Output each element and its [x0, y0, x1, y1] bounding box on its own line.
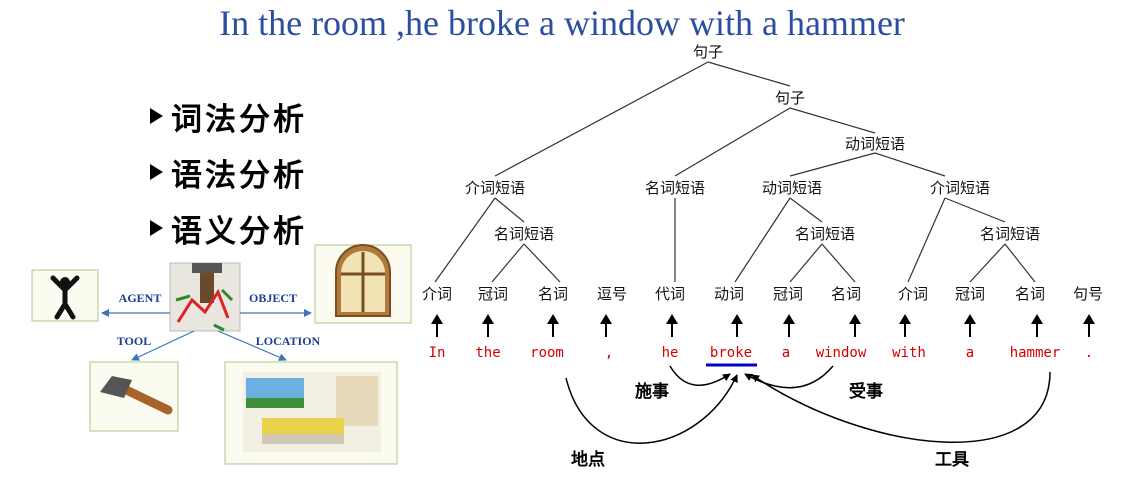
break-icon: [169, 262, 241, 332]
word: with: [892, 345, 926, 361]
relation-patient-label: 受事: [849, 381, 883, 402]
bullet-text: 词法分析: [171, 101, 307, 138]
role-connectors: [101, 309, 312, 361]
word: a: [782, 345, 790, 361]
relation-location-label: 地点: [571, 449, 605, 470]
bullet-arrow-icon: [150, 108, 163, 124]
word: window: [816, 345, 867, 361]
tree-node-verb-phrase: 动词短语: [845, 135, 905, 153]
up-arrow-icon: [899, 314, 911, 337]
hammer-icon: [89, 361, 179, 432]
up-arrow-icon: [849, 314, 861, 337]
pos-tag: 名词: [831, 285, 861, 303]
tree-node-noun-phrase: 名词短语: [645, 179, 705, 197]
role-location-label: LOCATION: [256, 334, 321, 348]
word: a: [966, 345, 974, 361]
bullet-lexical: 词法分析: [150, 88, 307, 144]
pos-tag: 名词: [538, 285, 568, 303]
tree-node-prep-phrase: 介词短语: [465, 179, 525, 197]
up-arrow-icon: [600, 314, 612, 337]
pos-tags: 介词 冠词 名词 逗号 代词 动词 冠词 名词 介词 冠词 名词 句号: [422, 285, 1103, 303]
pos-tag: 句号: [1073, 285, 1103, 303]
up-arrows: [431, 314, 1095, 337]
window-icon: [314, 244, 412, 324]
role-agent-label: AGENT: [119, 291, 162, 305]
relation-arcs: [565, 365, 1051, 444]
relation-tool-label: 工具: [935, 450, 969, 470]
analysis-list: 词法分析 语法分析 语义分析: [150, 88, 307, 256]
tree-node-sentence: 句子: [775, 89, 805, 107]
word: room: [530, 345, 564, 361]
up-arrow-icon: [1083, 314, 1095, 337]
word: ,: [605, 345, 613, 361]
tree-node-prep-phrase-2: 介词短语: [930, 179, 990, 197]
bullet-text: 语法分析: [171, 157, 307, 194]
pos-tag: 逗号: [597, 285, 627, 303]
person-icon: [31, 269, 99, 322]
tree-node-noun-phrase-3: 名词短语: [980, 225, 1040, 243]
word: the: [475, 345, 500, 361]
relation-agent-label: 施事: [635, 381, 669, 402]
up-arrow-icon: [547, 314, 559, 337]
pos-tag: 介词: [422, 285, 452, 303]
word: hammer: [1010, 345, 1061, 361]
tree-node-noun-phrase-2: 名词短语: [795, 225, 855, 243]
pos-tag: 冠词: [773, 285, 803, 303]
pos-tag: 名词: [1015, 285, 1045, 303]
pos-tag: 代词: [655, 285, 685, 303]
role-tool-label: TOOL: [117, 334, 151, 348]
bedroom-icon: [224, 361, 398, 465]
tree-edges: [434, 61, 1036, 283]
bullet-text: 语义分析: [171, 213, 307, 250]
bullet-syntax: 语法分析: [150, 144, 307, 200]
pos-tag: 冠词: [955, 285, 985, 303]
sentence-title: In the room ,he broke a window with a ha…: [219, 3, 905, 43]
tree-node-noun-phrase-1: 名词短语: [494, 225, 554, 243]
bullet-arrow-icon: [150, 220, 163, 236]
word: In: [429, 345, 446, 361]
location-arc: [565, 374, 738, 444]
word-verb: broke: [710, 345, 752, 361]
up-arrow-icon: [666, 314, 678, 337]
up-arrow-icon: [964, 314, 976, 337]
patient-arc: [744, 365, 834, 389]
bullet-semantic: 语义分析: [150, 200, 307, 256]
agent-arc: [669, 365, 731, 387]
word: he: [662, 345, 679, 361]
word: .: [1085, 345, 1093, 361]
pos-tag: 冠词: [478, 285, 508, 303]
up-arrow-icon: [482, 314, 494, 337]
up-arrow-icon: [1031, 314, 1043, 337]
tree-node-root: 句子: [693, 43, 723, 61]
pos-tag: 介词: [898, 285, 928, 303]
sentence-words: In the room , he broke a window with a h…: [429, 345, 1094, 361]
up-arrow-icon: [731, 314, 743, 337]
up-arrow-icon: [431, 314, 443, 337]
tool-arc: [751, 371, 1051, 444]
pos-tag: 动词: [714, 285, 744, 303]
up-arrow-icon: [783, 314, 795, 337]
tree-node-verb-phrase-inner: 动词短语: [762, 179, 822, 197]
bullet-arrow-icon: [150, 164, 163, 180]
role-object-label: OBJECT: [249, 291, 297, 305]
